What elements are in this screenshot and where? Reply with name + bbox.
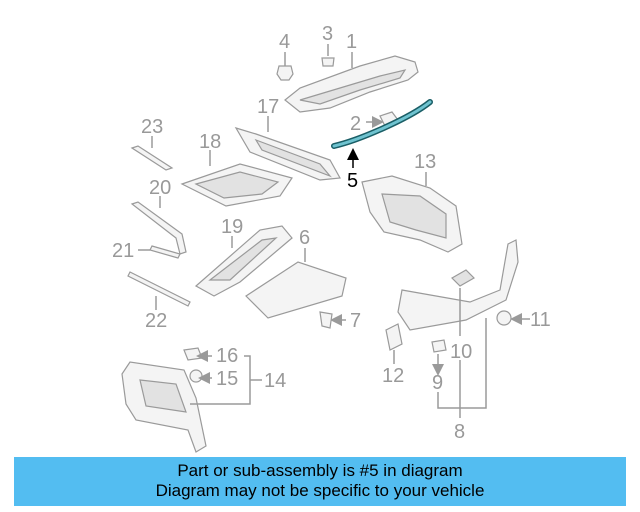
callout-21: 21: [112, 240, 134, 262]
part-14-side-panel: [121, 355, 262, 453]
banner-line-1: Part or sub-assembly is #5 in diagram: [177, 461, 463, 480]
part-20-wrench: [130, 196, 187, 255]
callout-4: 4: [279, 31, 290, 53]
part-16-clip: [183, 347, 212, 362]
banner-line-2: Diagram may not be specific to your vehi…: [155, 481, 485, 500]
part-18-floor-tray: [180, 150, 293, 207]
callout-2: 2: [350, 113, 361, 135]
callout-14: 14: [264, 370, 286, 392]
part-12-latch: [385, 323, 403, 364]
part-11-grommet: [496, 310, 530, 326]
callout-19: 19: [221, 216, 243, 238]
info-banner: Part or sub-assembly is #5 in diagram Di…: [14, 457, 626, 506]
part-13-side-trim: [361, 172, 463, 253]
part-7-clip: [319, 311, 346, 329]
callout-15: 15: [216, 368, 238, 390]
callout-18: 18: [199, 131, 221, 153]
callout-5: 5: [347, 170, 358, 192]
part-17-tray: [234, 116, 341, 181]
callout-22: 22: [145, 310, 167, 332]
callout-13: 13: [414, 151, 436, 173]
callout-9: 9: [432, 372, 443, 394]
part-4-clip: [276, 52, 294, 81]
part-9-clip: [431, 339, 447, 376]
part-6-mat: [245, 248, 347, 319]
part-2-bracket: [366, 111, 399, 129]
callout-7: 7: [350, 310, 361, 332]
part-19-jack: [194, 225, 293, 297]
part-1-rear-shelf: [284, 52, 419, 113]
part-22-screwdriver: [127, 271, 191, 310]
callout-3: 3: [322, 23, 333, 45]
callout-12: 12: [382, 365, 404, 387]
callout-20: 20: [149, 177, 171, 199]
part-8-leader: [437, 318, 487, 418]
callout-11: 11: [530, 309, 551, 331]
part-5-trim-strip: [331, 99, 433, 168]
callout-8: 8: [454, 421, 465, 443]
part-15-grommet: [189, 369, 212, 384]
callout-1: 1: [346, 31, 357, 53]
callout-17: 17: [257, 96, 279, 118]
callout-6: 6: [299, 227, 310, 249]
callout-23: 23: [141, 116, 163, 138]
part-21-bar: [138, 245, 181, 259]
callout-16: 16: [216, 345, 238, 367]
parts-diagram: 1 2 3 4 5 6 7 8 9 10 11 12 13 14 15 16 1…: [112, 23, 551, 453]
part-23-tool: [130, 136, 174, 171]
callout-10: 10: [450, 341, 472, 363]
part-3-screw: [321, 44, 335, 67]
part-sill-panel: [397, 239, 519, 336]
